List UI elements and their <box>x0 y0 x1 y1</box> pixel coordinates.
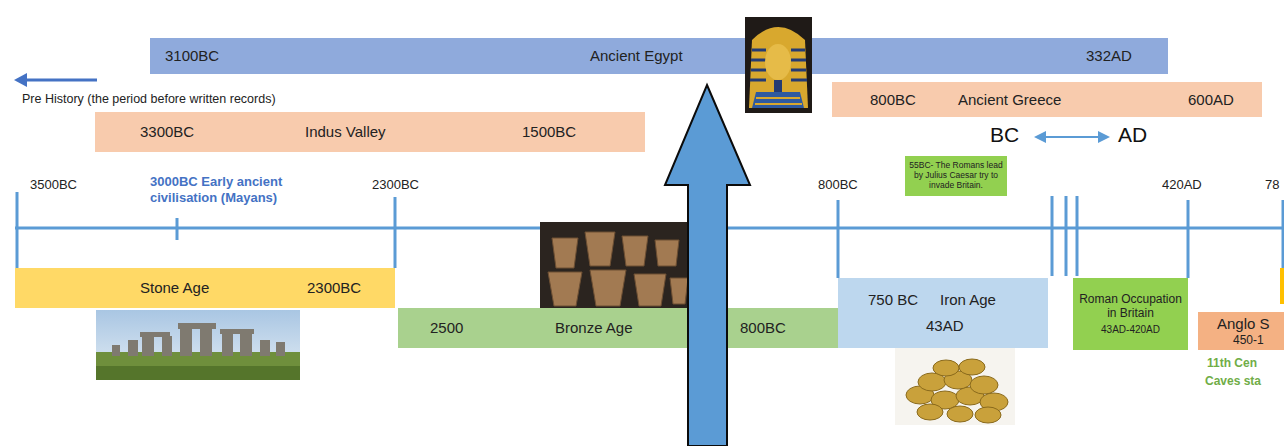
era-band: 3300BC Indus Valley 1500BC <box>95 112 645 152</box>
coins-picture <box>895 345 1015 425</box>
band-text: 800BC <box>740 308 786 348</box>
band-text: 750 BC <box>868 290 918 310</box>
date-label: 420AD <box>1162 177 1202 193</box>
stonehenge-picture <box>96 310 300 380</box>
pottery-picture <box>540 222 690 310</box>
date-label: 800BC <box>818 177 858 193</box>
band-text: 332AD <box>1086 38 1132 74</box>
band-text: 450-1 <box>1233 333 1264 348</box>
band-text: Anglo S <box>1217 315 1270 333</box>
era-band: 3100BC Ancient Egypt 332AD <box>150 38 1168 74</box>
band-text: 3100BC <box>165 38 219 74</box>
era-band: 800BC Ancient Greece 600AD <box>832 82 1262 117</box>
band-text: 2500 <box>430 308 463 348</box>
date-label: 2300BC <box>372 177 419 193</box>
era-box: Roman Occupation in Britain 43AD-420AD <box>1073 278 1188 350</box>
note-text: Caves sta <box>1205 374 1261 388</box>
band-text: 2300BC <box>307 268 361 308</box>
band-text: Bronze Age <box>555 308 633 348</box>
band-text: Iron Age <box>940 290 996 310</box>
band-text: 800BC <box>870 82 916 117</box>
date-label: 78 <box>1265 177 1279 193</box>
band-text: 43AD <box>926 316 964 336</box>
date-label: 3500BC <box>30 177 77 193</box>
era-label: BC <box>990 122 1019 147</box>
band-text: 55BC- The Romans lead by Julius Caesar t… <box>908 161 1004 190</box>
band-text: Indus Valley <box>305 112 386 152</box>
era-label: AD <box>1118 122 1147 147</box>
band-text: 43AD-420AD <box>1101 324 1160 336</box>
era-band: Stone Age 2300BC <box>15 268 395 308</box>
era-band: 2500 Bronze Age 800BC <box>398 308 838 348</box>
era-band: Anglo S450-1 <box>1198 312 1284 350</box>
era-band: 750 BC Iron Age 43AD <box>838 278 1048 348</box>
band-text: 600AD <box>1188 82 1234 117</box>
band-text: Ancient Egypt <box>590 38 683 74</box>
band-text: Roman Occupation in Britain <box>1076 293 1185 321</box>
bc-ad-arrow <box>1034 131 1110 143</box>
note-text: 11th Cen <box>1207 356 1257 370</box>
band-text: Stone Age <box>140 268 209 308</box>
mask-picture <box>745 17 812 113</box>
prehistory-arrow <box>14 73 97 87</box>
band-text: 1500BC <box>522 112 576 152</box>
band-text: 3300BC <box>140 112 194 152</box>
event-label: 3000BC Early ancient civilisation (Mayan… <box>150 174 342 205</box>
band-text: Ancient Greece <box>958 82 1061 117</box>
edge-band <box>1280 268 1284 304</box>
note-box: 55BC- The Romans lead by Julius Caesar t… <box>905 156 1007 196</box>
pointer-arrow <box>665 85 750 446</box>
note-text: Pre History (the period before written r… <box>22 92 276 107</box>
